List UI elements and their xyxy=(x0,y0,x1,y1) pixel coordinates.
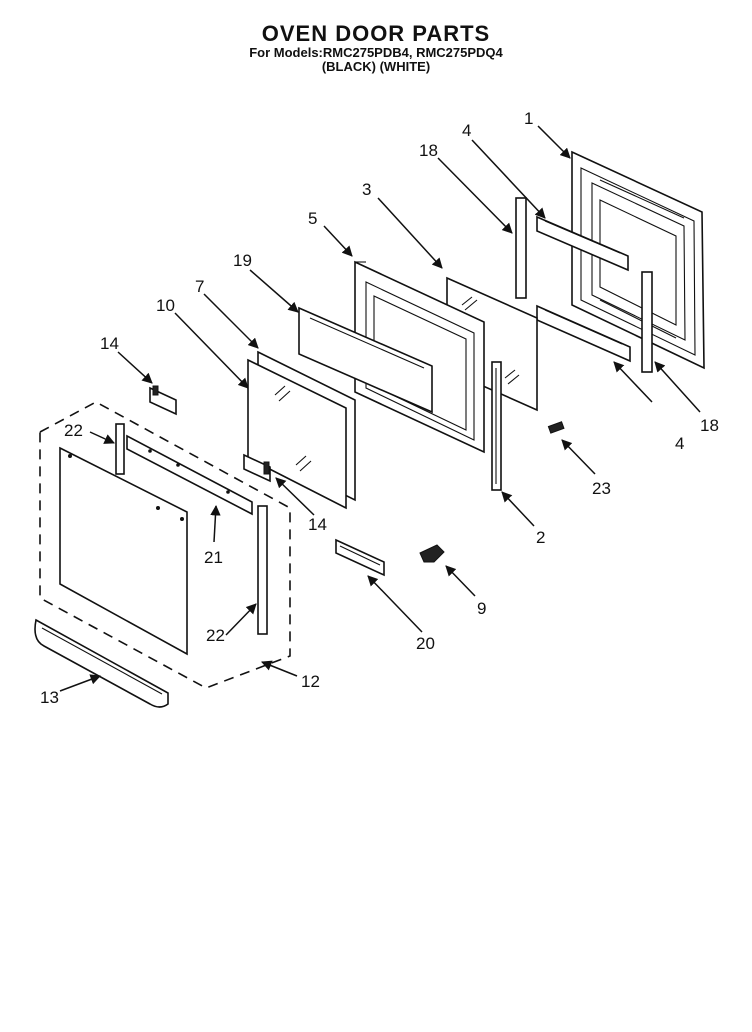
leader-lines xyxy=(59,125,701,692)
part-14-upper-bracket xyxy=(149,385,177,416)
part-13-door-handle xyxy=(34,618,169,708)
part-1-inner-door xyxy=(571,150,705,370)
callout-10: 10 xyxy=(156,296,175,315)
callout-3: 3 xyxy=(362,180,371,199)
part-14-lower-bracket xyxy=(243,453,271,483)
part-22-left-strip xyxy=(115,423,125,475)
part-10-glass xyxy=(247,358,347,510)
callout-19: 19 xyxy=(233,251,252,270)
part-18-left-strip xyxy=(515,197,527,299)
part-22-right-strip xyxy=(257,505,268,635)
part-18-right-strip xyxy=(641,271,653,373)
callout-22-upper: 22 xyxy=(64,421,83,440)
part-2-side-channel xyxy=(491,361,502,491)
part-19-baffle xyxy=(298,306,433,414)
callout-1: 1 xyxy=(524,109,533,128)
callout-21: 21 xyxy=(204,548,223,567)
callout-labels: 1 2 3 4 4 5 7 9 10 12 13 14 14 18 18 19 … xyxy=(40,109,719,707)
diagram-title: OVEN DOOR PARTS xyxy=(261,21,491,46)
part-20-vent xyxy=(335,538,385,577)
callout-4-lower: 4 xyxy=(675,434,684,453)
callout-14-lower: 14 xyxy=(308,515,327,534)
callout-18-upper: 18 xyxy=(419,141,438,160)
callout-13: 13 xyxy=(40,688,59,707)
callout-23: 23 xyxy=(592,479,611,498)
part-4-upper-strip xyxy=(536,215,629,272)
models-line: For Models:RMC275PDB4, RMC275PDQ4 xyxy=(249,45,503,60)
callout-7: 7 xyxy=(195,277,204,296)
callout-14-upper: 14 xyxy=(100,334,119,353)
variants-line: (BLACK) (WHITE) xyxy=(321,59,431,74)
part-21-trim-bar xyxy=(126,434,253,516)
callout-4-upper: 4 xyxy=(462,121,471,140)
callout-18-lower: 18 xyxy=(700,416,719,435)
callout-9: 9 xyxy=(477,599,486,618)
part-12-door-assembly-outline xyxy=(39,401,291,689)
part-23-clip xyxy=(547,421,565,434)
callout-5: 5 xyxy=(308,209,317,228)
callout-2: 2 xyxy=(536,528,545,547)
outer-door-panel xyxy=(59,446,188,656)
part-4-lower-strip xyxy=(536,304,631,363)
diagram-header: OVEN DOOR PARTS For Models:RMC275PDB4, R… xyxy=(0,22,752,74)
callout-20: 20 xyxy=(416,634,435,653)
part-9-latch xyxy=(419,544,445,563)
callout-22-lower: 22 xyxy=(206,626,225,645)
callout-12: 12 xyxy=(301,672,320,691)
